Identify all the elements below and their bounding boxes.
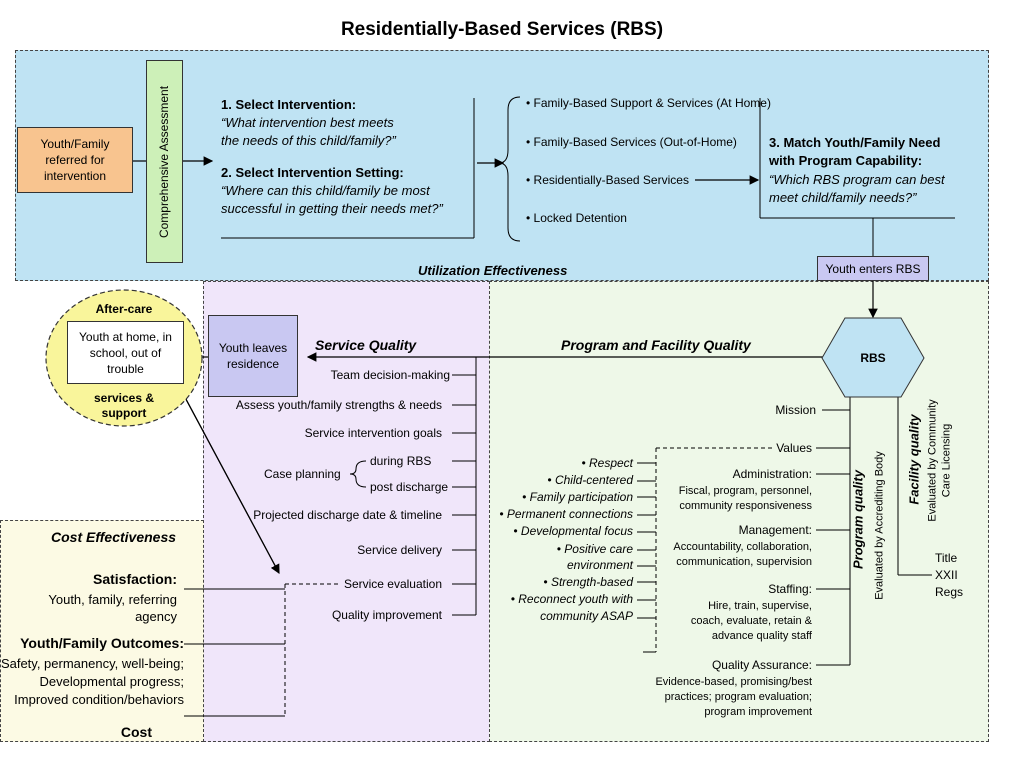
utilization-effectiveness-label: Utilization Effectiveness — [418, 263, 568, 278]
aftercare-title: After-care — [95, 302, 153, 316]
aftercare-footer: services & support — [74, 391, 174, 421]
sq-item-quality-improvement: Quality improvement — [331, 608, 442, 622]
step3-question-line1: “Which RBS program can best — [769, 172, 945, 187]
facility-quality-sub-1: Evaluated by Community — [926, 399, 939, 522]
option-residentially-based: • Residentially-Based Services — [526, 173, 689, 187]
value-permanent-connections: • Permanent connections — [499, 507, 633, 521]
cost-effectiveness-heading: Cost Effectiveness — [51, 529, 177, 545]
pq-administration-detail-1: Fiscal, program, personnel, — [678, 485, 812, 497]
value-reconnect-youth: • Reconnect youth with — [510, 592, 633, 606]
pq-staffing-detail-3: advance quality staff — [711, 630, 812, 642]
value-community-asap: community ASAP — [540, 609, 633, 623]
cost-satisfaction: Satisfaction: — [92, 571, 177, 587]
step1-question-line2: the needs of this child/family?” — [221, 133, 396, 148]
page-title: Residentially-Based Services (RBS) — [340, 19, 664, 40]
step3-question-line2: meet child/family needs?” — [769, 190, 917, 205]
step3-title-line1: 3. Match Youth/Family Need — [769, 135, 941, 150]
sq-item-service-evaluation: Service evaluation — [343, 577, 442, 591]
service-quality-heading: Service Quality — [315, 337, 417, 353]
value-family-participation: • Family participation — [522, 490, 633, 504]
value-environment: environment — [566, 558, 633, 572]
pq-values: Values — [776, 441, 812, 455]
sq-item-intervention-goals: Service intervention goals — [304, 426, 442, 440]
step1-title: 1. Select Intervention: — [221, 97, 357, 112]
value-child-centered: • Child-centered — [547, 473, 633, 487]
sq-item-team-decision: Team decision-making — [330, 368, 450, 382]
title-xxii-line1: Title — [935, 551, 958, 565]
sq-case-post-discharge: post discharge — [370, 480, 449, 494]
facility-quality-label: Facility quality — [906, 414, 922, 505]
referral-box: Youth/Family referred for intervention — [17, 127, 133, 193]
step2-question-line2: successful in getting their needs met?” — [221, 201, 443, 216]
cost-outcomes-detail-3: Improved condition/behaviors — [14, 692, 184, 707]
value-developmental-focus: • Developmental focus — [513, 524, 633, 538]
pq-management-detail-2: communication, supervision — [676, 556, 812, 568]
program-quality-sub: Evaluated by Accrediting Body — [873, 451, 886, 600]
pq-staffing: Staffing: — [768, 582, 812, 596]
option-family-based-out-of-home: • Family-Based Services (Out-of-Home) — [526, 135, 737, 149]
pq-qa-detail-1: Evidence-based, promising/best — [655, 676, 812, 688]
cost-outcomes-detail-1: Safety, permanency, well-being; — [0, 656, 184, 671]
pq-administration: Administration: — [732, 467, 812, 481]
sq-case-during-rbs: during RBS — [370, 454, 432, 468]
title-xxii-line3: Regs — [935, 585, 964, 599]
program-facility-quality-heading: Program and Facility Quality — [561, 337, 751, 353]
cost-outcomes-detail-2: Developmental progress; — [39, 674, 184, 689]
pq-staffing-detail-2: coach, evaluate, retain & — [690, 615, 812, 627]
sq-case-planning: Case planning — [264, 467, 341, 481]
pq-staffing-detail-1: Hire, train, supervise, — [708, 600, 812, 612]
value-strength-based: • Strength-based — [543, 575, 633, 589]
pq-mission: Mission — [775, 403, 816, 417]
program-quality-label: Program quality — [850, 470, 866, 569]
step2-title: 2. Select Intervention Setting: — [221, 165, 404, 180]
pq-qa-detail-3: program improvement — [704, 706, 812, 718]
pq-management-detail-1: Accountability, collaboration, — [673, 541, 812, 553]
cost-satisfaction-detail-2: agency — [135, 609, 177, 624]
step2-question-line1: “Where can this child/family be most — [221, 183, 430, 198]
pq-administration-detail-2: community responsiveness — [679, 500, 812, 512]
pq-quality-assurance: Quality Assurance: — [711, 658, 812, 672]
value-respect: • Respect — [581, 456, 633, 470]
cost-label: Cost — [120, 724, 152, 740]
comprehensive-assessment-label: Comprehensive Assessment — [157, 85, 172, 238]
sq-item-assess-strengths: Assess youth/family strengths & needs — [235, 398, 442, 412]
step1-question-line1: “What intervention best meets — [221, 115, 394, 130]
youth-leaves-residence-box: Youth leaves residence — [208, 315, 298, 397]
step3-title-line2: with Program Capability: — [769, 153, 923, 168]
pq-qa-detail-2: practices; program evaluation; — [664, 691, 812, 703]
option-family-based-at-home: • Family-Based Support & Services (At Ho… — [526, 96, 771, 110]
aftercare-status-box: Youth at home, in school, out of trouble — [67, 321, 184, 384]
pq-management: Management: — [738, 523, 812, 537]
rbs-hexagon — [821, 317, 925, 398]
aftercare-footer-text: services & support — [93, 391, 155, 420]
title-xxii-line2: XXII — [935, 568, 958, 582]
value-positive-care: • Positive care — [556, 542, 633, 556]
option-locked-detention: • Locked Detention — [526, 211, 627, 225]
cost-outcomes: Youth/Family Outcomes: — [20, 635, 184, 651]
rbs-label: RBS — [860, 351, 886, 365]
comprehensive-assessment-box: Comprehensive Assessment — [146, 60, 183, 263]
youth-enters-rbs-box: Youth enters RBS — [817, 256, 929, 281]
cost-satisfaction-detail-1: Youth, family, referring — [48, 592, 177, 607]
sq-item-service-delivery: Service delivery — [357, 543, 442, 557]
cost-effectiveness-region — [0, 520, 204, 742]
facility-quality-sub-2: Care Licensing — [940, 423, 953, 498]
sq-item-discharge-date: Projected discharge date & timeline — [253, 508, 442, 522]
